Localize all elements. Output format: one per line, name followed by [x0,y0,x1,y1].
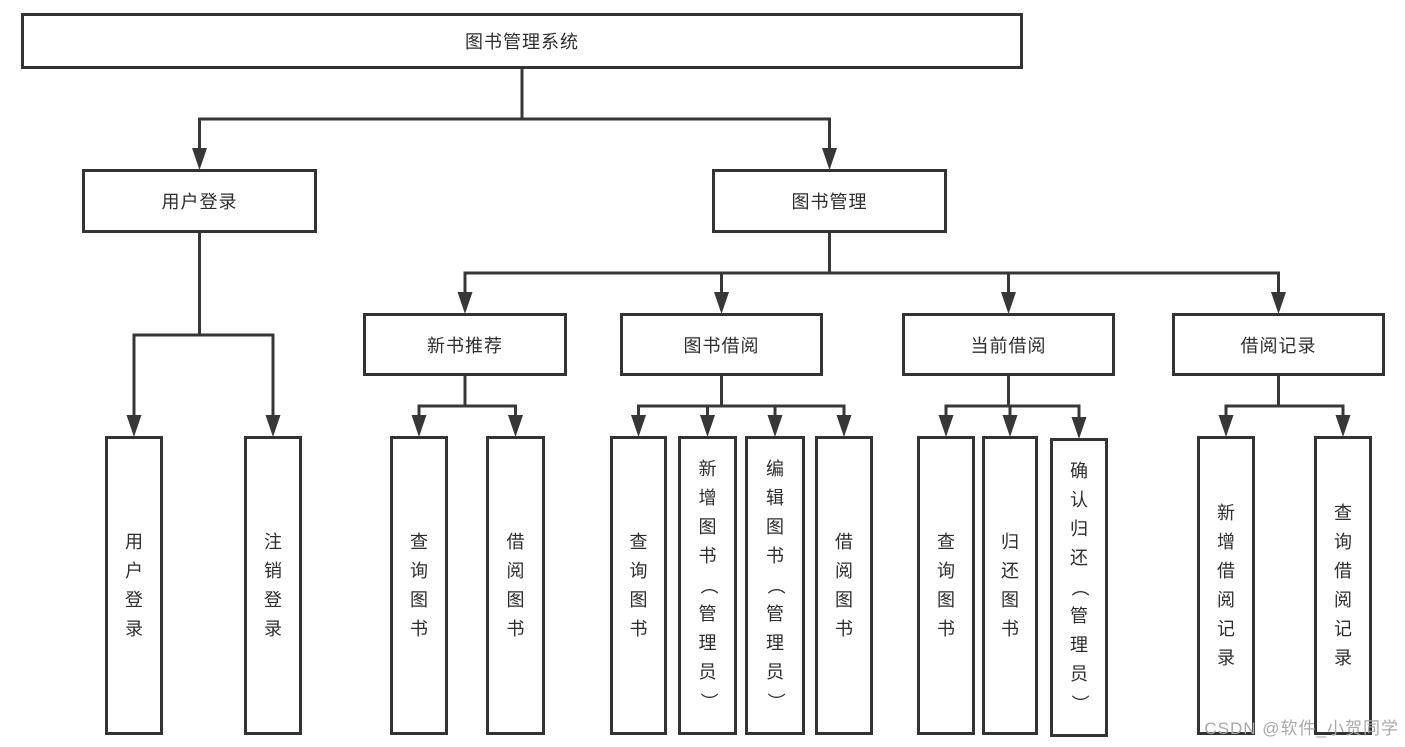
node-label: 图书借阅 [683,335,760,356]
node-label: 注销登录 [264,531,282,639]
node-label: 编辑图书（管理员） [765,459,786,711]
leaf-user-login: 用户登录 [105,436,163,735]
node-book-management: 图书管理 [712,169,947,233]
node-label: 查询图书 [937,531,955,639]
node-label: 新增借阅记录 [1217,502,1235,668]
leaf-query-borrow-record: 查询借阅记录 [1314,436,1372,735]
node-library-management-system: 图书管理系统 [21,13,1023,69]
node-book-borrowing: 图书借阅 [620,313,823,376]
node-label: 借阅图书 [506,531,525,639]
leaf-add-borrow-record: 新增借阅记录 [1197,436,1255,735]
leaf-query-books: 查询图书 [917,436,975,735]
leaf-add-book-admin: 新增图书（管理员） [678,436,737,735]
node-user-login: 用户登录 [82,169,317,233]
node-label: 新增图书（管理员） [698,459,718,711]
node-borrowing-records: 借阅记录 [1172,313,1385,376]
node-label: 借阅记录 [1240,335,1317,356]
node-label: 借阅图书 [835,531,853,639]
node-label: 新书推荐 [427,335,503,356]
node-label: 用户登录 [161,192,238,212]
leaf-query-books: 查询图书 [610,436,667,735]
node-label: 归还图书 [1001,531,1019,639]
leaf-edit-book-admin: 编辑图书（管理员） [745,436,805,735]
leaf-return-books: 归还图书 [982,436,1038,735]
leaf-logout: 注销登录 [244,436,302,735]
node-current-borrowing: 当前借阅 [902,313,1115,376]
node-label: 用户登录 [125,531,143,639]
node-label: 查询图书 [410,531,428,639]
node-label: 查询借阅记录 [1334,502,1352,668]
leaf-borrow-books: 借阅图书 [486,436,545,735]
node-label: 查询图书 [629,531,648,639]
watermark: CSDN @软件_小贺同学 [1204,719,1399,738]
node-new-book-recommendation: 新书推荐 [363,313,567,376]
node-label: 当前借阅 [970,335,1047,356]
node-label: 确认归还（管理员） [1069,461,1090,713]
leaf-query-books: 查询图书 [390,436,448,735]
leaf-confirm-return-admin: 确认归还（管理员） [1050,438,1108,737]
leaf-borrow-books: 借阅图书 [815,436,873,735]
node-label: 图书管理系统 [465,32,579,52]
node-label: 图书管理 [791,192,868,212]
